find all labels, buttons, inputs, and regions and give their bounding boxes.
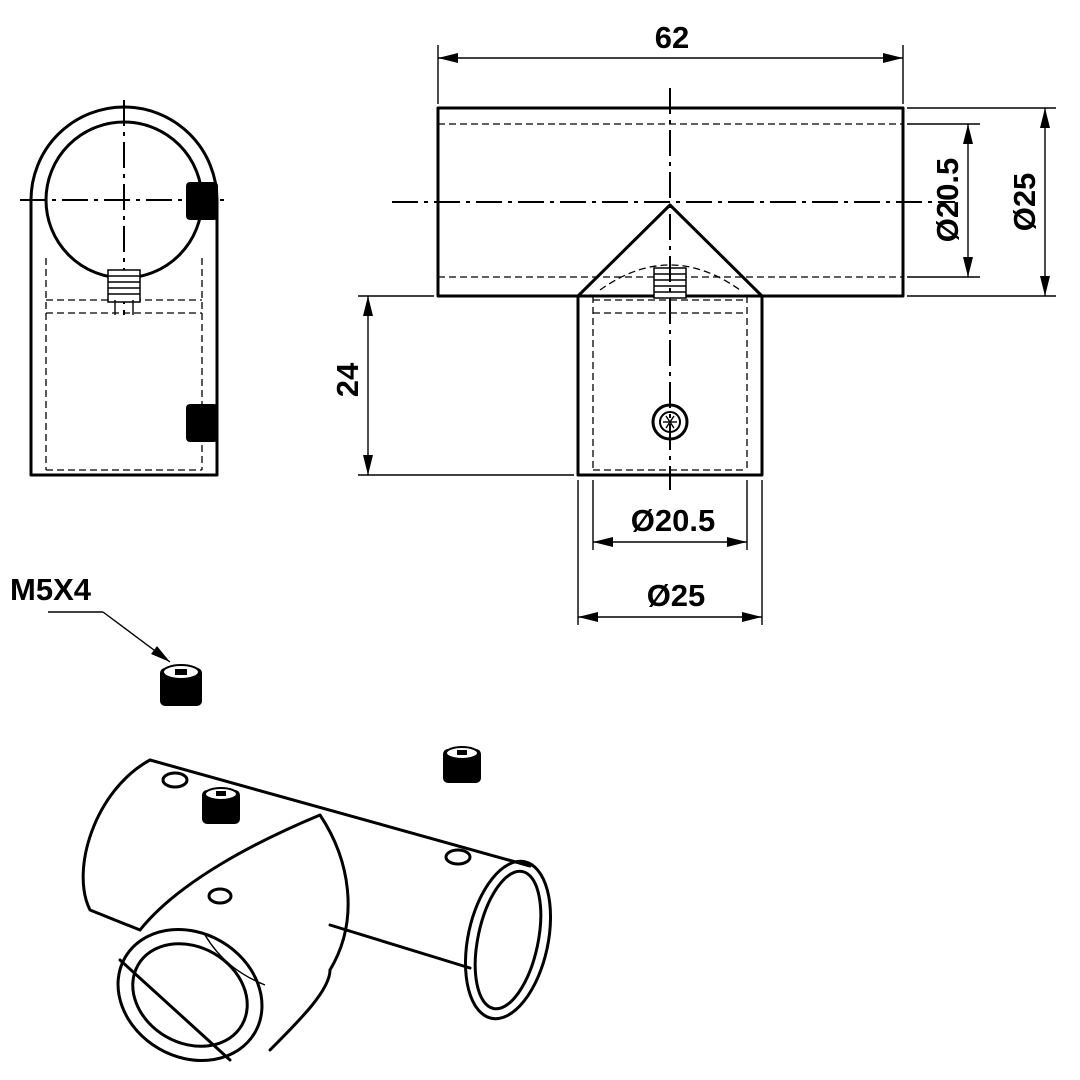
- dim-main-outer-diameter: Ø25: [1007, 173, 1042, 232]
- thread-side: [107, 269, 141, 315]
- dim-length: 62: [655, 20, 689, 55]
- screw-iso-1: [202, 787, 240, 824]
- dim-main-inner-diameter: Ø20.5: [930, 158, 965, 242]
- side-view: [20, 100, 230, 477]
- dim-branch-inner-diameter: Ø20.5: [631, 503, 715, 538]
- front-view: [392, 88, 955, 490]
- screw-callout-label: M5X4: [10, 572, 92, 607]
- dimensions: 62 Ø20.5 Ø25 24 Ø20.5 Ø25: [330, 20, 1056, 625]
- screw-side-top: [186, 182, 218, 220]
- screw-side-bottom: [186, 404, 218, 442]
- screw-callout: M5X4: [10, 572, 202, 706]
- set-screw-icon: [160, 664, 202, 706]
- dim-branch-outer-diameter: Ø25: [647, 578, 706, 613]
- isometric-view: [81, 746, 553, 1062]
- screw-iso-2: [443, 746, 481, 783]
- dim-branch-height: 24: [330, 362, 365, 397]
